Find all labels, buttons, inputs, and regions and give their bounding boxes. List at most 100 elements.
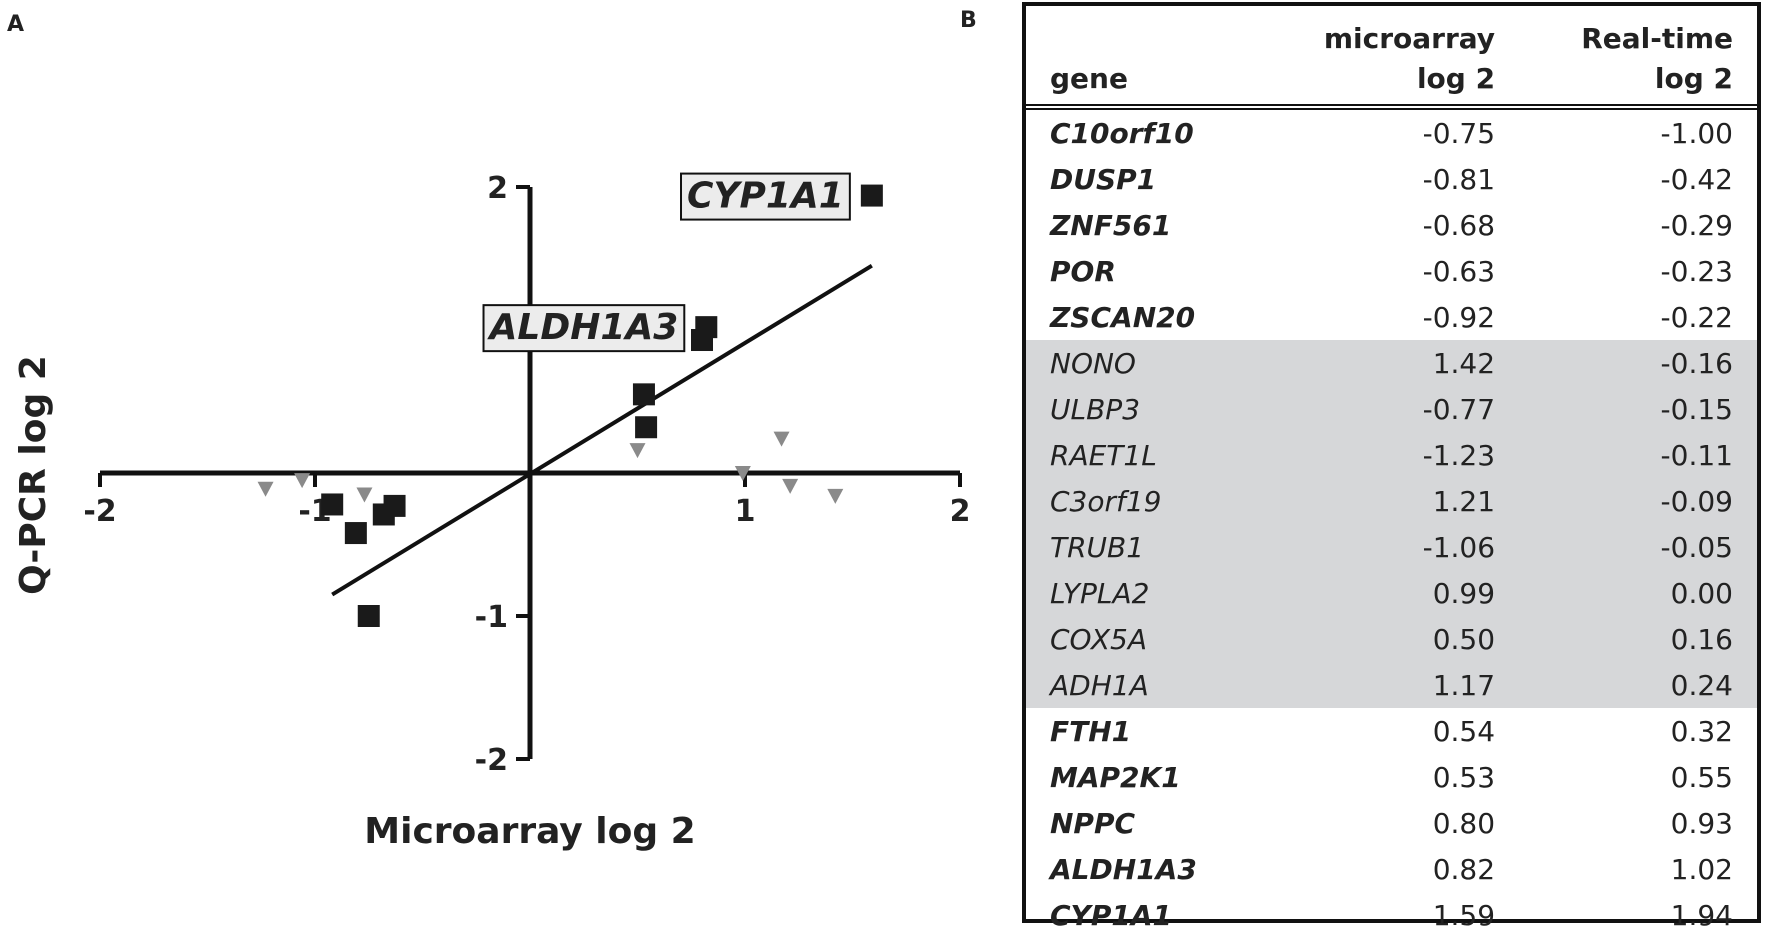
realtime-cell: -0.15: [1519, 386, 1757, 432]
table-row: NPPC 0.80 0.93: [1026, 800, 1757, 846]
callout-text: ALDH1A3: [487, 307, 679, 348]
data-point-triangle: [356, 487, 373, 503]
realtime-cell: 0.55: [1670, 760, 1733, 794]
header-realtime-line2: log 2: [1654, 62, 1733, 96]
table-row: POR -0.63 -0.23: [1026, 248, 1757, 294]
gene-cell: POR: [1050, 254, 1116, 288]
points-group: [257, 184, 883, 627]
regression-line: [331, 263, 873, 597]
realtime-cell: -0.22: [1660, 300, 1733, 334]
realtime-cell: 0.24: [1519, 662, 1757, 708]
callout-box: [680, 172, 851, 221]
header-gene: gene: [1050, 62, 1128, 96]
y-tick-label: -1: [475, 600, 508, 635]
realtime-cell: -0.23: [1660, 254, 1733, 288]
data-point-triangle: [734, 466, 751, 481]
data-point-square: [635, 416, 658, 439]
microarray-cell: 1.42: [1258, 340, 1520, 386]
microarray-cell: -0.81: [1422, 162, 1496, 196]
microarray-cell: -0.75: [1422, 116, 1496, 150]
gene-cell: LYPLA2: [1026, 570, 1258, 616]
gene-cell: ZSCAN20: [1050, 300, 1196, 334]
microarray-cell: 0.80: [1432, 806, 1496, 840]
realtime-cell: 0.16: [1519, 616, 1757, 662]
gene-table: gene microarray log 2 Real-time log 2 C1…: [1026, 6, 1757, 938]
header-microarray: microarray log 2: [1258, 6, 1519, 107]
data-point-triangle: [782, 478, 799, 494]
microarray-cell: 1.59: [1432, 898, 1496, 932]
header-microarray-line1: microarray: [1323, 21, 1496, 55]
data-point-triangle: [827, 488, 844, 504]
data-point-triangle: [294, 473, 311, 489]
table-row: TRUB1-1.06-0.05: [1026, 524, 1757, 570]
data-point-square: [860, 184, 883, 207]
header-realtime: Real-time log 2: [1519, 6, 1757, 107]
gene-cell: MAP2K1: [1050, 760, 1181, 794]
microarray-cell: -1.23: [1258, 432, 1520, 478]
y-tick-label: 2: [487, 171, 508, 206]
table-row: ZSCAN20 -0.92 -0.22: [1026, 294, 1757, 340]
gene-cell: COX5A: [1026, 616, 1258, 662]
panel-b-label: B: [960, 8, 977, 33]
panel-a-label: A: [7, 12, 25, 37]
table-row: FTH1 0.54 0.32: [1026, 708, 1757, 754]
microarray-cell: -0.77: [1258, 386, 1520, 432]
data-point-square: [357, 605, 380, 627]
gene-cell: NONO: [1026, 340, 1258, 386]
microarray-cell: 0.50: [1258, 616, 1520, 662]
data-point-square: [344, 522, 367, 545]
realtime-cell: -0.42: [1660, 162, 1733, 196]
realtime-cell: -0.29: [1660, 208, 1733, 242]
table-row: DUSP1 -0.81 -0.42: [1026, 156, 1757, 202]
gene-cell: ADH1A: [1026, 662, 1258, 708]
microarray-cell: -0.92: [1422, 300, 1496, 334]
callout-text: CYP1A1: [687, 176, 844, 217]
gene-cell: DUSP1: [1050, 162, 1157, 196]
x-tick-label: -2: [83, 494, 116, 529]
microarray-cell: 0.54: [1432, 714, 1496, 748]
realtime-cell: -0.05: [1519, 524, 1757, 570]
data-point-triangle: [257, 481, 274, 497]
gene-cell: CYP1A1: [1050, 898, 1172, 932]
gene-cell: ULBP3: [1026, 386, 1258, 432]
realtime-cell: 0.93: [1670, 806, 1733, 840]
table-header-row: gene microarray log 2 Real-time log 2: [1026, 6, 1757, 107]
callout-box: [482, 304, 686, 353]
microarray-cell: -1.06: [1258, 524, 1520, 570]
table-row: CYP1A1 1.59 1.94: [1026, 892, 1757, 938]
realtime-cell: -0.09: [1519, 478, 1757, 524]
x-axis-title: Microarray log 2: [364, 811, 695, 852]
table-row: C10orf10 -0.75 -1.00: [1026, 107, 1757, 156]
data-point-square: [632, 383, 655, 406]
header-microarray-line2: log 2: [1416, 62, 1496, 96]
gene-cell: C10orf10: [1050, 116, 1194, 150]
microarray-cell: 1.21: [1258, 478, 1520, 524]
callout-label: ALDH1A3: [482, 304, 686, 353]
callout-label: CYP1A1: [680, 172, 851, 221]
realtime-cell: 1.94: [1670, 898, 1733, 932]
realtime-cell: 0.32: [1670, 714, 1733, 748]
data-point-square: [695, 316, 718, 339]
gene-cell: ZNF561: [1050, 208, 1172, 242]
realtime-cell: 0.00: [1519, 570, 1757, 616]
realtime-cell: -1.00: [1660, 116, 1733, 150]
gene-cell: C3orf19: [1026, 478, 1258, 524]
microarray-cell: 1.17: [1258, 662, 1520, 708]
x-tick-label: 2: [950, 494, 971, 529]
gene-cell: ALDH1A3: [1050, 852, 1197, 886]
data-point-square: [383, 494, 406, 517]
gene-cell: FTH1: [1050, 714, 1132, 748]
microarray-cell: 0.82: [1432, 852, 1496, 886]
microarray-cell: -0.63: [1422, 254, 1496, 288]
data-point-triangle: [773, 431, 790, 447]
gene-cell: NPPC: [1050, 806, 1136, 840]
realtime-cell: 1.02: [1670, 852, 1733, 886]
microarray-cell: 0.99: [1258, 570, 1520, 616]
